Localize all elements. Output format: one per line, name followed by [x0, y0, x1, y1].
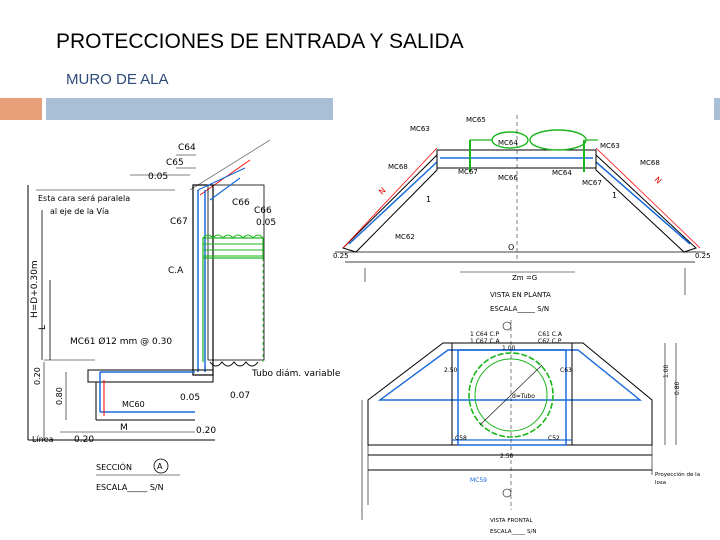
label-mc66: MC66 [498, 174, 518, 182]
label-front-s1: 2.50 [444, 367, 458, 374]
accent-band-blue [46, 98, 333, 120]
label-pipe: Tubo diám. variable [251, 369, 341, 379]
label-mc60: MC60 [122, 400, 145, 409]
label-d020a: 0.20 [33, 367, 42, 385]
label-front-bot: 2.50 [500, 453, 514, 460]
label-front-top5: 1.00 [502, 345, 516, 352]
label-mc61: MC61 Ø12 mm @ 0.30 [70, 336, 172, 347]
plan-view: MC65 MC63 MC64 MC63 MC68 MC68 MC67 MC66 … [333, 115, 711, 313]
label-front-mc59: MC59 [470, 477, 487, 484]
label-d025-left: 0.25 [333, 252, 349, 260]
label-front-note2: losa [655, 480, 666, 486]
label-front-d: d=Tubo [512, 393, 535, 400]
label-one-right: 1 [612, 191, 617, 200]
label-front-c52: C52 [548, 435, 560, 442]
label-d005a: 0.05 [148, 172, 168, 182]
label-ca: C.A [168, 266, 184, 276]
label-d007: 0.07 [230, 391, 250, 401]
accent-band-orange [0, 98, 42, 120]
label-plan-escala: ESCALA_____ S/N [490, 305, 549, 313]
label-d025-right: 0.25 [695, 252, 711, 260]
label-o: O [508, 243, 514, 252]
label-d020c: 0.20 [196, 426, 216, 436]
label-front-c58: C58 [455, 435, 467, 442]
label-mc63-right: MC63 [600, 142, 620, 150]
label-front-top2: 1 C67 C.A [470, 338, 501, 345]
label-zm: Zm =G [512, 274, 537, 282]
label-n-right: N [653, 175, 664, 186]
front-view: 1 C64 C.P 1 C67 C.A C61 C.A C62 C.P 1.00… [361, 320, 700, 535]
label-l: L [38, 325, 48, 330]
label-front-title: VISTA FRONTAL [490, 518, 533, 524]
label-height: H=D+0.30m [30, 260, 40, 318]
label-mc68: MC68 [388, 163, 408, 171]
slide-subtitle: MURO DE ALA [66, 71, 169, 88]
label-plan-title: VISTA EN PLANTA [490, 291, 551, 299]
label-front-top3: C61 C.A [538, 331, 563, 338]
note-line2: al eje de la Vía [50, 207, 109, 216]
label-mc65: MC65 [466, 116, 486, 124]
label-d005b: 0.05 [256, 218, 276, 228]
label-mc62: MC62 [395, 233, 415, 241]
label-seccion: SECCIÓN [96, 461, 132, 472]
label-d020b: 0.20 [74, 435, 94, 445]
label-front-dim2: 0.80 [674, 381, 681, 395]
label-d080: 0.80 [55, 387, 64, 405]
label-c67: C67 [170, 217, 188, 227]
label-c64: C64 [178, 143, 196, 153]
label-front-note1: Proyección de la [655, 471, 700, 478]
label-section-escala: ESCALA_____ S/N [96, 483, 164, 492]
note-line1: Esta cara será paralela [38, 194, 130, 203]
label-mc63: MC63 [410, 125, 430, 133]
label-m: M [120, 423, 128, 433]
label-c66b: C66 [254, 206, 272, 216]
slide-title: PROTECCIONES DE ENTRADA Y SALIDA [56, 30, 464, 53]
label-section-mark: A [157, 462, 163, 471]
label-c66: C66 [232, 198, 250, 208]
label-mc64: MC64 [498, 139, 518, 147]
label-n-left: N [377, 186, 388, 197]
label-mc68-right: MC68 [640, 159, 660, 167]
label-front-escala: ESCALA_____ S/N [490, 529, 536, 535]
label-front-dim1: 1.00 [663, 364, 670, 378]
label-d005c: 0.05 [180, 393, 200, 403]
label-one-left: 1 [426, 195, 431, 204]
label-front-s2: C63 [560, 367, 572, 374]
label-c65: C65 [166, 158, 184, 168]
label-mc67-right: MC67 [582, 179, 602, 187]
label-mc67: MC67 [458, 168, 478, 176]
accent-band-blue-right [714, 98, 720, 120]
label-linea: Línea [32, 435, 54, 444]
label-front-top1: 1 C64 C.P [470, 331, 500, 338]
label-mc64b: MC64 [552, 169, 572, 177]
label-front-top4: C62 C.P [538, 338, 562, 345]
section-view: C64 C65 0.05 Esta cara será paralela al … [27, 139, 341, 492]
